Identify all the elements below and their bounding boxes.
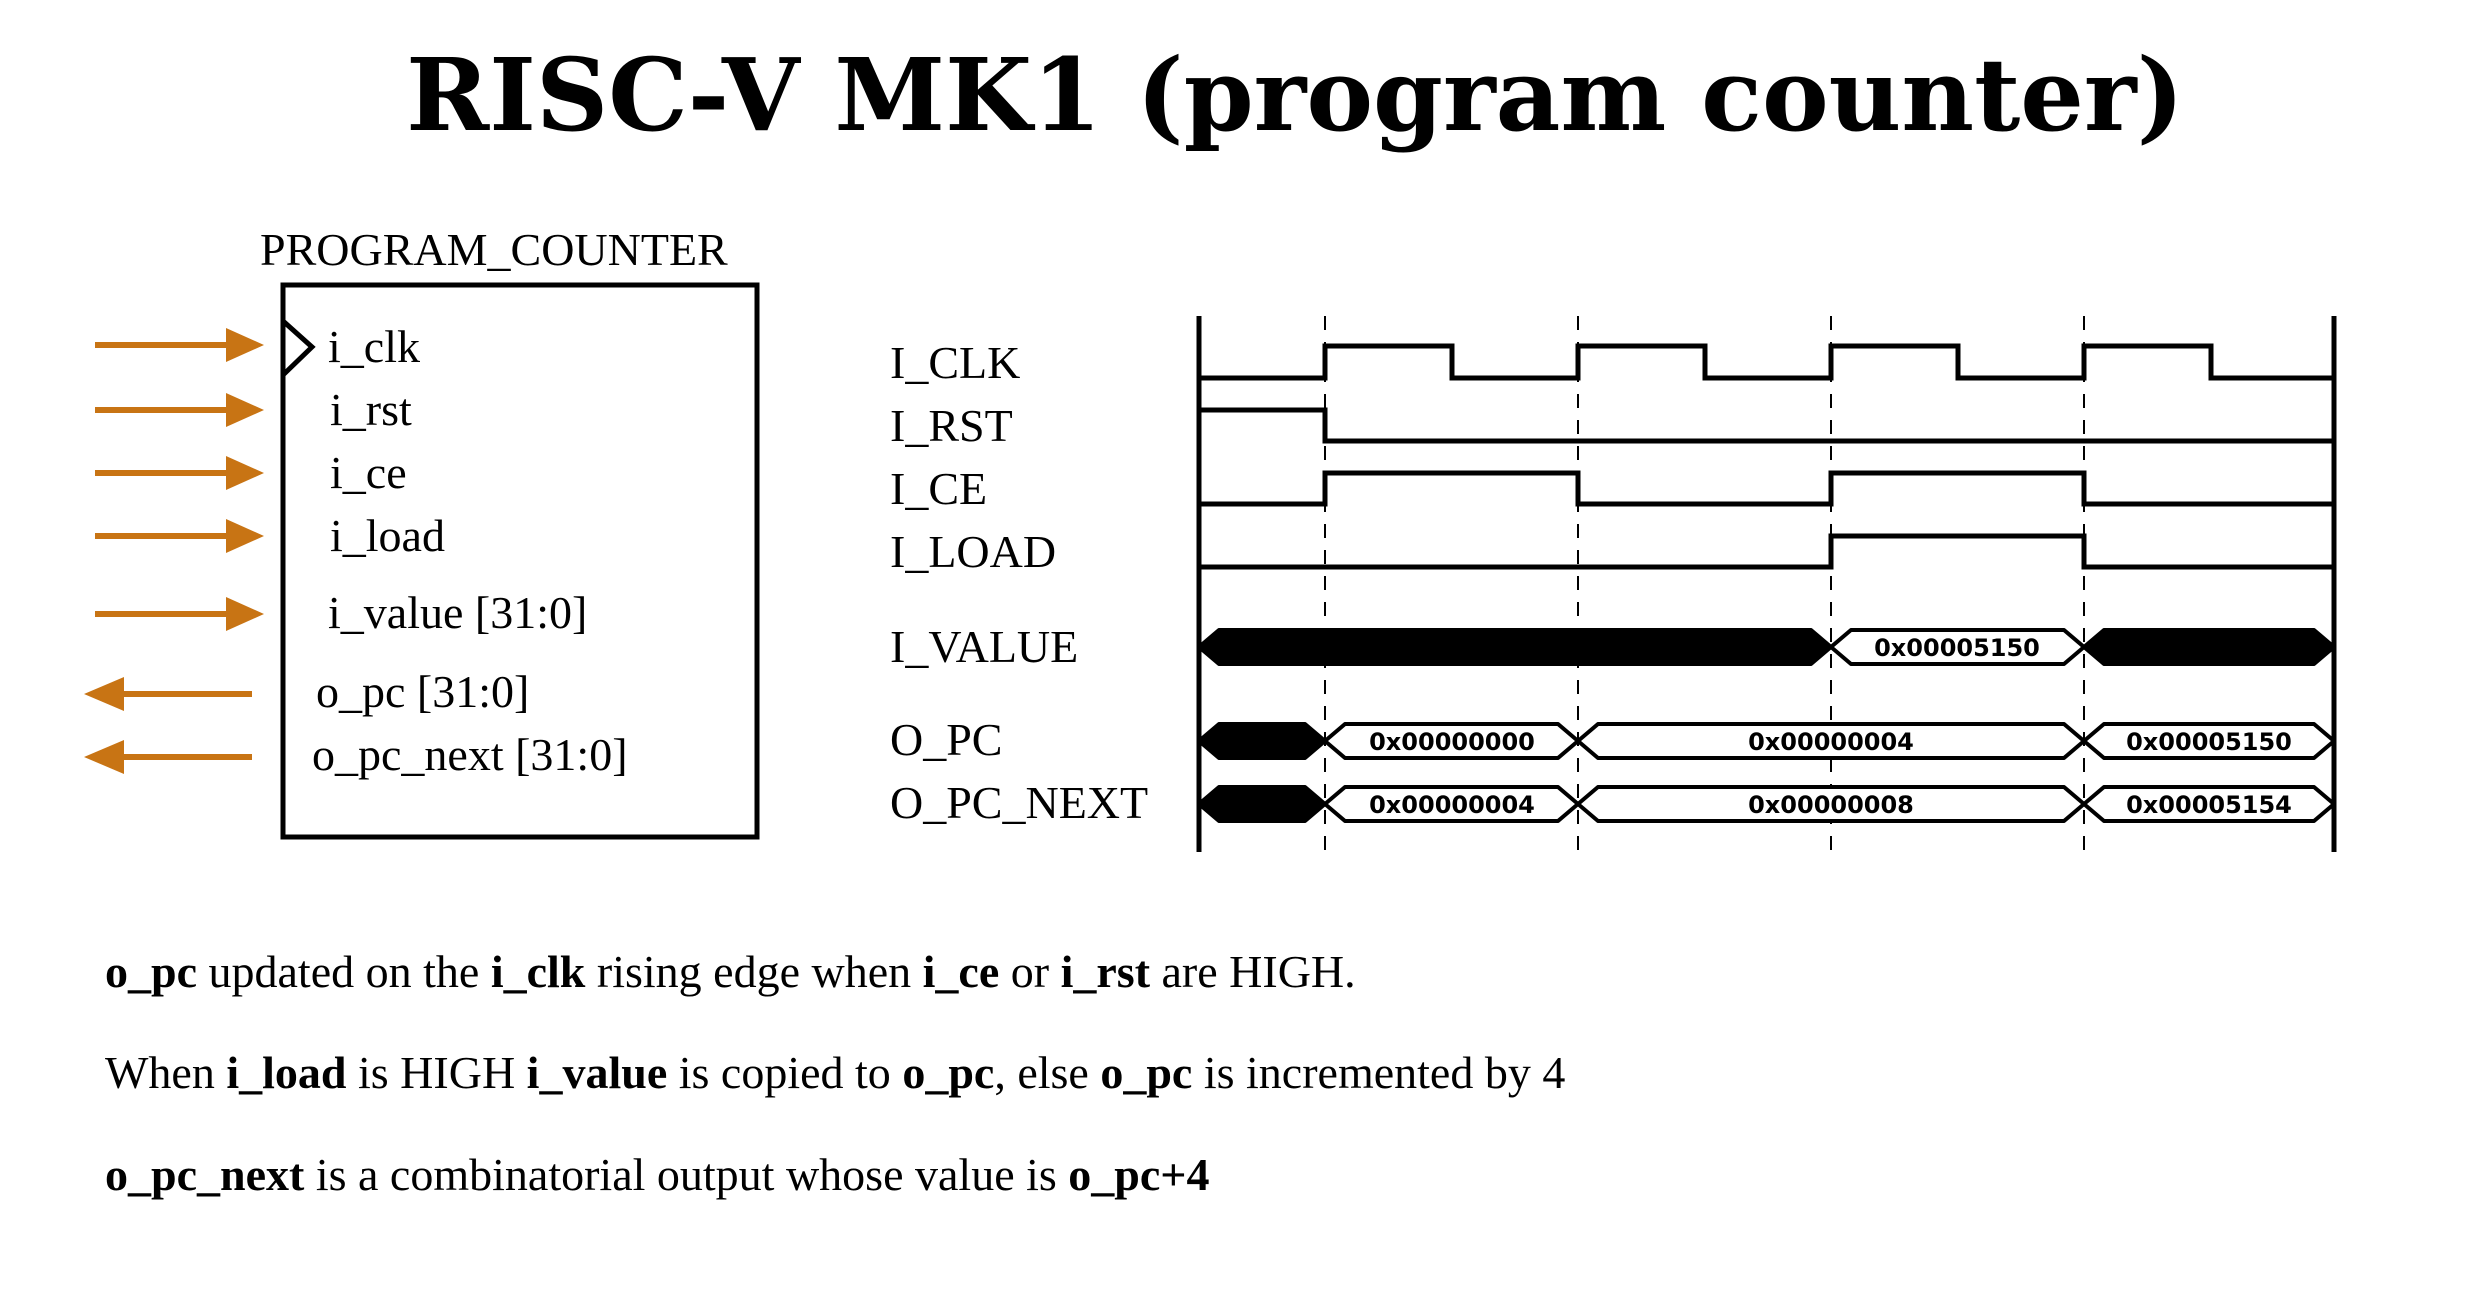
port-label: i_value [31:0] (328, 587, 587, 638)
description-segment: updated on the (197, 946, 491, 997)
description-segment: is a combinatorial output whose value is (304, 1149, 1068, 1200)
bus-value: 0x00000008 (1748, 791, 1914, 819)
block-name: PROGRAM_COUNTER (260, 224, 728, 275)
port-label: i_load (330, 510, 445, 561)
description-segment: i_clk (491, 946, 586, 997)
output-arrow (84, 677, 252, 711)
clock-marker (281, 319, 316, 377)
waveform-i-load (1199, 533, 2334, 570)
description-line-3: o_pc_next is a combinatorial output whos… (105, 1149, 1210, 1200)
bus-segment-undefined (2082, 628, 2336, 666)
bus-segment (2082, 785, 2336, 823)
description-segment: , else (994, 1047, 1100, 1098)
bus-segment-undefined (1197, 785, 1327, 823)
bus-value: 0x00000004 (1369, 791, 1535, 819)
signal-label: O_PC (890, 714, 1002, 765)
description-line-1: o_pc updated on the i_clk rising edge wh… (105, 946, 1356, 997)
description-segment: o_pc (1100, 1047, 1192, 1098)
bus-value: 0x00005154 (2126, 791, 2292, 819)
description-segment: o_pc (105, 946, 197, 997)
port-label: o_pc_next [31:0] (312, 729, 628, 780)
waveform-i-clk (1199, 343, 2334, 381)
bus-value: 0x00000000 (1369, 728, 1535, 756)
input-arrow (95, 519, 264, 553)
waveform-i-ce (1199, 470, 2334, 507)
signal-label: O_PC_NEXT (890, 777, 1148, 828)
port-label: i_clk (328, 321, 420, 372)
description-segment: When (105, 1047, 226, 1098)
bus-segment (2082, 722, 2336, 760)
description-segment: is HIGH (347, 1047, 527, 1098)
description-segment: i_value (527, 1047, 668, 1098)
signal-label: I_CLK (890, 337, 1020, 388)
input-arrow (95, 328, 264, 362)
description-segment: or (999, 946, 1060, 997)
port-label: i_rst (330, 384, 412, 435)
description-segment: are HIGH. (1150, 946, 1356, 997)
description-segment: is incremented by 4 (1192, 1047, 1565, 1098)
port-label: i_ce (330, 447, 407, 498)
input-arrow (95, 456, 264, 490)
bus-value: 0x00005150 (2126, 728, 2292, 756)
description-segment: o_pc (902, 1047, 994, 1098)
signal-label: I_CE (890, 463, 987, 514)
description-segment: i_load (226, 1047, 347, 1098)
block-box (280, 282, 760, 840)
description-segment: i_rst (1061, 946, 1151, 997)
signal-label: I_VALUE (890, 621, 1078, 672)
bus-segment-undefined (1197, 722, 1327, 760)
bus-value: 0x00005150 (1874, 634, 2040, 662)
description-line-2: When i_load is HIGH i_value is copied to… (105, 1047, 1565, 1098)
description-segment: is copied to (667, 1047, 902, 1098)
block-diagram: PROGRAM_COUNTER i_clk i_rst i_ce i_load … (84, 224, 760, 840)
input-arrow (95, 597, 264, 631)
input-arrow (95, 393, 264, 427)
timing-diagram: I_CLK I_RST I_CE I_LOAD I_VALUE O_PC O_P… (890, 316, 2337, 852)
slide-title: RISC-V MK1 (program counter) (406, 36, 2184, 154)
output-arrow (84, 740, 252, 774)
bus-segment-undefined (1197, 628, 1833, 666)
description-segment: o_pc+4 (1068, 1149, 1209, 1200)
bus-value: 0x00000004 (1748, 728, 1914, 756)
description-segment: rising edge when (585, 946, 922, 997)
waveform-i-rst (1199, 407, 2334, 444)
description-segment: i_ce (923, 946, 1000, 997)
port-label: o_pc [31:0] (316, 666, 529, 717)
description-segment: o_pc_next (105, 1149, 305, 1200)
signal-label: I_LOAD (890, 526, 1056, 577)
signal-label: I_RST (890, 400, 1013, 451)
